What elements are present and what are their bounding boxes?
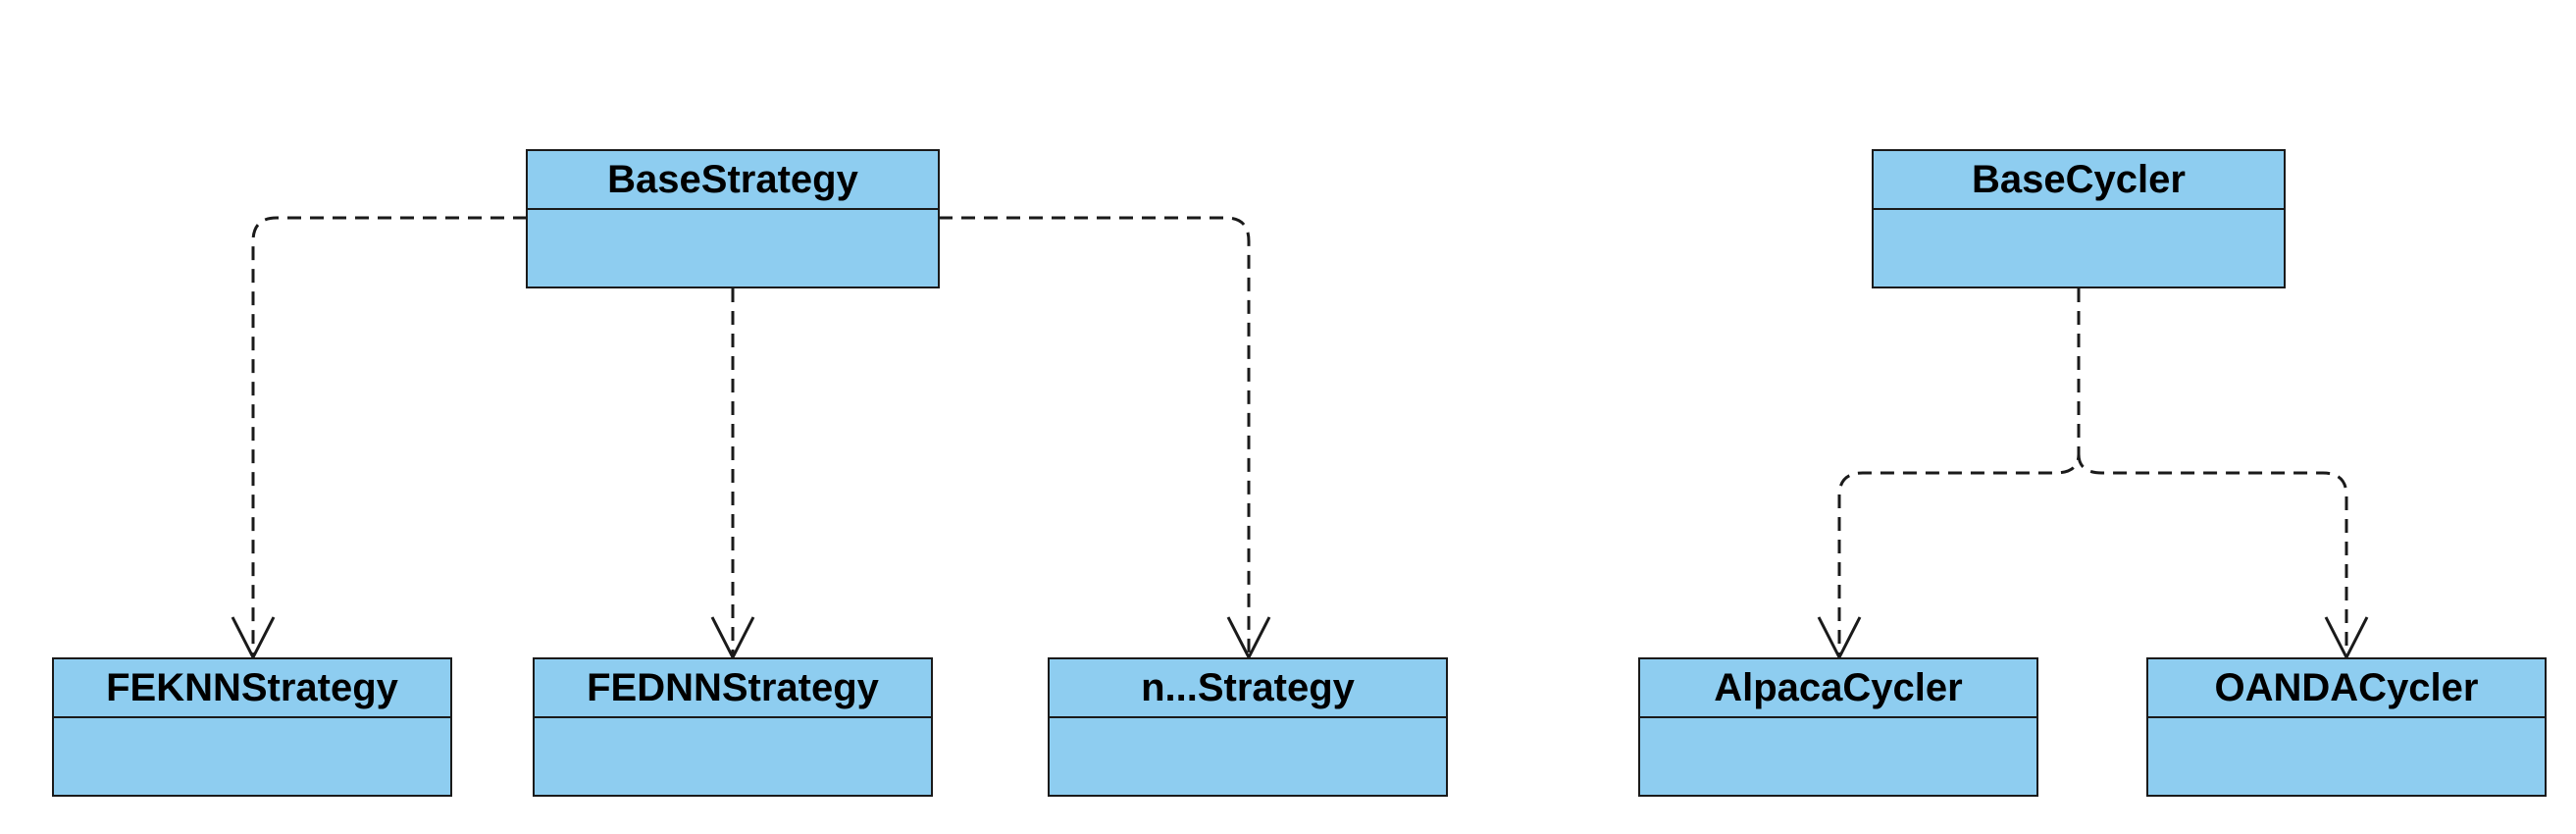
connector-feknn-to-basestrategy: [251, 216, 527, 655]
class-name: n...Strategy: [1050, 659, 1446, 718]
class-base-cycler[interactable]: BaseCycler: [1872, 149, 2286, 288]
class-name: FEDNNStrategy: [535, 659, 931, 718]
class-name: FEKNNStrategy: [54, 659, 450, 718]
connector-nstrategy-to-basestrategy: [939, 216, 1251, 655]
class-base-strategy[interactable]: BaseStrategy: [526, 149, 940, 288]
class-name: BaseStrategy: [528, 151, 938, 210]
class-alpaca-cycler[interactable]: AlpacaCycler: [1638, 657, 2038, 797]
class-body: [54, 718, 450, 795]
class-oanda-cycler[interactable]: OANDACycler: [2146, 657, 2547, 797]
class-body: [1640, 718, 2036, 795]
class-name: OANDACycler: [2148, 659, 2545, 718]
class-feknn-strategy[interactable]: FEKNNStrategy: [52, 657, 452, 797]
class-body: [528, 210, 938, 287]
connector-oanda-to-basecycler: [2077, 453, 2348, 655]
class-body: [1050, 718, 1446, 795]
class-name: AlpacaCycler: [1640, 659, 2036, 718]
class-n-strategy[interactable]: n...Strategy: [1048, 657, 1448, 797]
class-body: [1874, 210, 2284, 287]
connector-alpaca-to-basecycler: [1837, 288, 2081, 655]
class-body: [2148, 718, 2545, 795]
class-body: [535, 718, 931, 795]
class-fednn-strategy[interactable]: FEDNNStrategy: [533, 657, 933, 797]
class-name: BaseCycler: [1874, 151, 2284, 210]
